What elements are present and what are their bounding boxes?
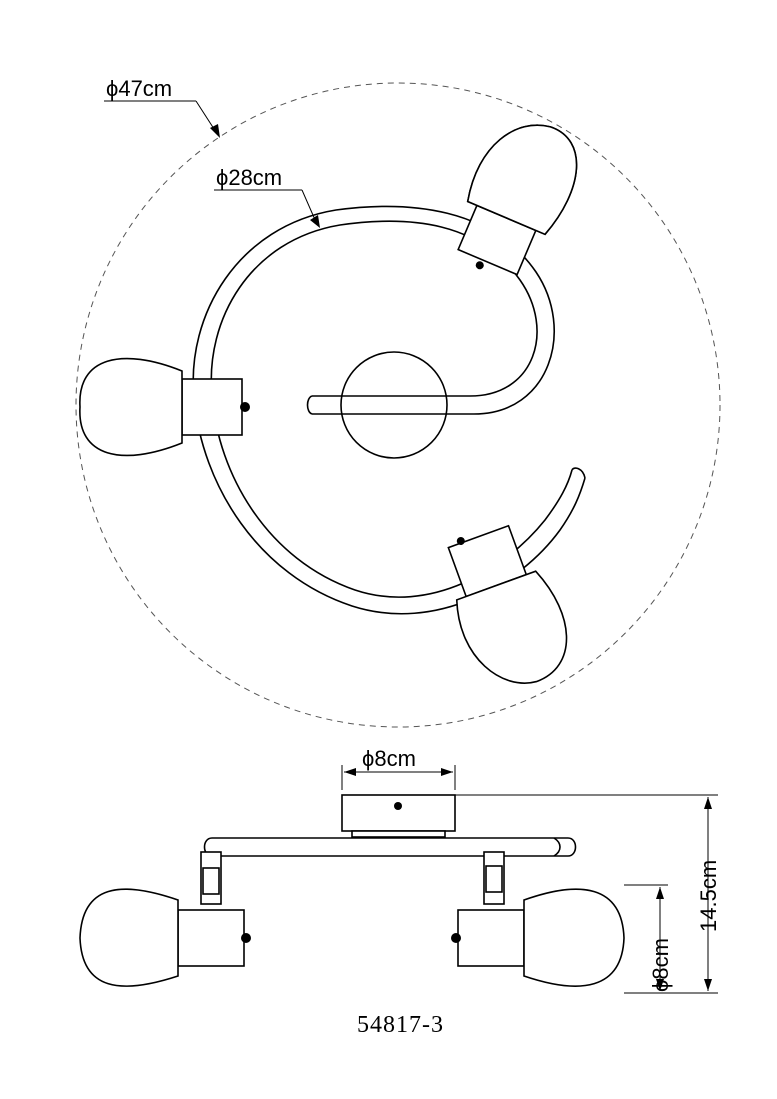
shade-dimension: ϕ8cm — [624, 884, 673, 994]
outer-diameter-label: ϕ47cm — [106, 76, 172, 101]
canopy — [341, 794, 456, 832]
spot-left — [79, 357, 250, 457]
canopy-dimension: ϕ8cm — [341, 746, 456, 790]
height-dimension: 14.5cm — [455, 794, 721, 994]
side-spot-right — [451, 851, 625, 987]
arc-diameter-dimension: ϕ28cm — [214, 165, 320, 228]
shade-diameter-label: ϕ8cm — [648, 938, 673, 992]
model-number: 54817-3 — [357, 1012, 444, 1038]
outer-diameter-circle — [75, 82, 721, 728]
side-view: ϕ8cm — [79, 746, 721, 994]
spot-top-right — [457, 124, 578, 276]
outer-diameter-dimension: ϕ47cm — [104, 76, 220, 138]
arc-diameter-label: ϕ28cm — [216, 165, 282, 190]
canopy-diameter-label: ϕ8cm — [362, 746, 416, 771]
side-spot-left — [79, 851, 251, 987]
spot-bottom — [447, 524, 568, 684]
height-label: 14.5cm — [696, 860, 721, 932]
canopy-circle — [340, 351, 448, 459]
top-view: ϕ47cm ϕ28cm — [75, 76, 721, 728]
side-arm — [203, 837, 577, 857]
